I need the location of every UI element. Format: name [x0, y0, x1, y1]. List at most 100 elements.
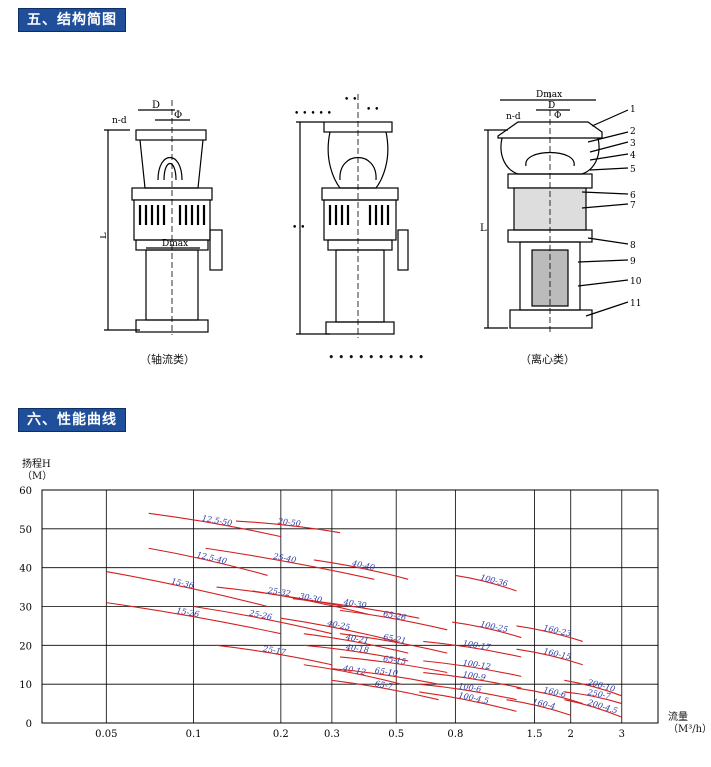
part-number: 3 [630, 139, 636, 149]
series-label: 40-25 [326, 618, 351, 632]
series-line [280, 617, 397, 642]
y-tick-label: 20 [19, 641, 32, 652]
series-line [452, 621, 522, 639]
series-label: 160-4 [532, 697, 557, 711]
part-number: 5 [630, 165, 636, 175]
axial-dmax-label: Dmax [162, 239, 188, 249]
part-number: 11 [630, 299, 641, 309]
part-number: 2 [630, 127, 636, 137]
series-line [516, 687, 583, 705]
series-line [148, 547, 268, 576]
x-tick-label: 0.5 [388, 729, 404, 740]
series-line [339, 656, 448, 674]
series-label: 30-30 [298, 591, 322, 604]
series-label: 65-10 [374, 666, 398, 678]
axial-nd-label: n-d [112, 116, 127, 126]
part-number: 4 [630, 151, 636, 161]
series-label: 15-36 [170, 577, 194, 591]
series-label: 100-25 [479, 619, 508, 634]
y-axis-label-line1: 扬程H [22, 459, 51, 470]
y-tick-label: 10 [19, 680, 32, 691]
y-axis-label-line2: （M） [22, 471, 53, 482]
part-number: 10 [630, 277, 642, 287]
series-label: 200-4.5 [586, 698, 619, 716]
series-label: 100-36 [479, 573, 509, 589]
series-label: 65-15 [383, 654, 407, 666]
series-label: 20-50 [276, 517, 301, 529]
series-label: 15-26 [176, 606, 200, 619]
series-line [339, 633, 448, 654]
series-line [292, 598, 420, 619]
series-label: 65-26 [383, 609, 407, 622]
series-label: 160-15 [543, 647, 572, 662]
series-line [235, 520, 341, 534]
x-tick-label: 1.5 [527, 729, 543, 740]
series-label: 12.5-50 [201, 514, 233, 528]
x-axis-label-line1: 流量 [668, 712, 688, 723]
axial-caption: （轴流类） [140, 353, 195, 366]
middle-pump-drawing: • • • • • • • • • • • [292, 94, 409, 338]
series-line [331, 679, 439, 701]
series-label: 40-40 [350, 559, 375, 573]
axial-l-label: L [100, 232, 109, 239]
series-line [313, 559, 409, 580]
x-axis-label: 流量 （M³/h） [668, 712, 711, 736]
series-label: 25-40 [272, 552, 297, 565]
x-tick-label: 0.1 [186, 729, 202, 740]
cent-phi-label: Φ [554, 111, 561, 121]
series-label: 25-17 [261, 644, 287, 657]
y-tick-label: 50 [19, 525, 32, 536]
x-tick-label: 0.8 [447, 729, 463, 740]
series-line [419, 683, 517, 701]
centrifugal-pump-drawing: Dmax D Φ n-d L 1 2 3 4 5 6 7 8 9 10 11 [480, 90, 642, 332]
series-label: 100-12 [462, 658, 491, 671]
axial-pump-drawing: D Φ n-d L Dmax [100, 100, 223, 335]
x-tick-label: 0.2 [273, 729, 289, 740]
series-label: 65-21 [383, 633, 407, 646]
y-tick-label: 0 [26, 719, 32, 730]
series-line [205, 547, 375, 580]
series-label: 12.5-40 [196, 550, 228, 566]
series-line [148, 512, 281, 538]
series-line [106, 571, 268, 608]
curve-section-title: 六、性能曲线 [18, 408, 126, 432]
middle-caption: • • • • • • • • • • [328, 351, 425, 364]
centrifugal-caption: （离心类） [520, 353, 575, 366]
series-line [423, 640, 522, 658]
part-number: 6 [630, 191, 636, 201]
series-label: 25-32 [266, 586, 291, 599]
middle-top-left-label: • • • • • [294, 109, 332, 119]
series-line [216, 644, 333, 666]
y-tick-label: 40 [19, 564, 32, 575]
x-tick-label: 0.3 [324, 729, 340, 740]
series-label: 40-18 [344, 642, 369, 654]
series-label: 160-6 [543, 685, 568, 699]
series-line [455, 574, 517, 592]
part-number: 8 [630, 241, 636, 251]
cent-d-label: D [548, 101, 555, 111]
series-line [516, 648, 583, 666]
y-tick-label: 60 [19, 486, 32, 497]
series-label: 25-26 [248, 608, 273, 621]
cent-l-label: L [480, 223, 487, 234]
series-line [419, 691, 517, 712]
series-line [193, 605, 333, 635]
series-label: 100-9 [462, 670, 486, 682]
series-line [303, 664, 402, 685]
x-tick-label: 3 [619, 729, 625, 740]
series-label: 160-23 [543, 623, 572, 638]
y-tick-label: 30 [19, 603, 32, 614]
x-tick-label: 2 [568, 729, 574, 740]
series-line [564, 679, 622, 697]
part-number: 7 [630, 201, 636, 211]
series-label: 100-6 [458, 681, 482, 694]
series-label: 65-7 [374, 679, 394, 691]
series-label: 40-30 [342, 597, 367, 610]
series-line [106, 602, 281, 635]
part-number: 9 [630, 257, 636, 267]
series-line [516, 625, 583, 642]
series-line [303, 633, 409, 654]
series-line [506, 699, 571, 716]
series-line [423, 660, 522, 677]
